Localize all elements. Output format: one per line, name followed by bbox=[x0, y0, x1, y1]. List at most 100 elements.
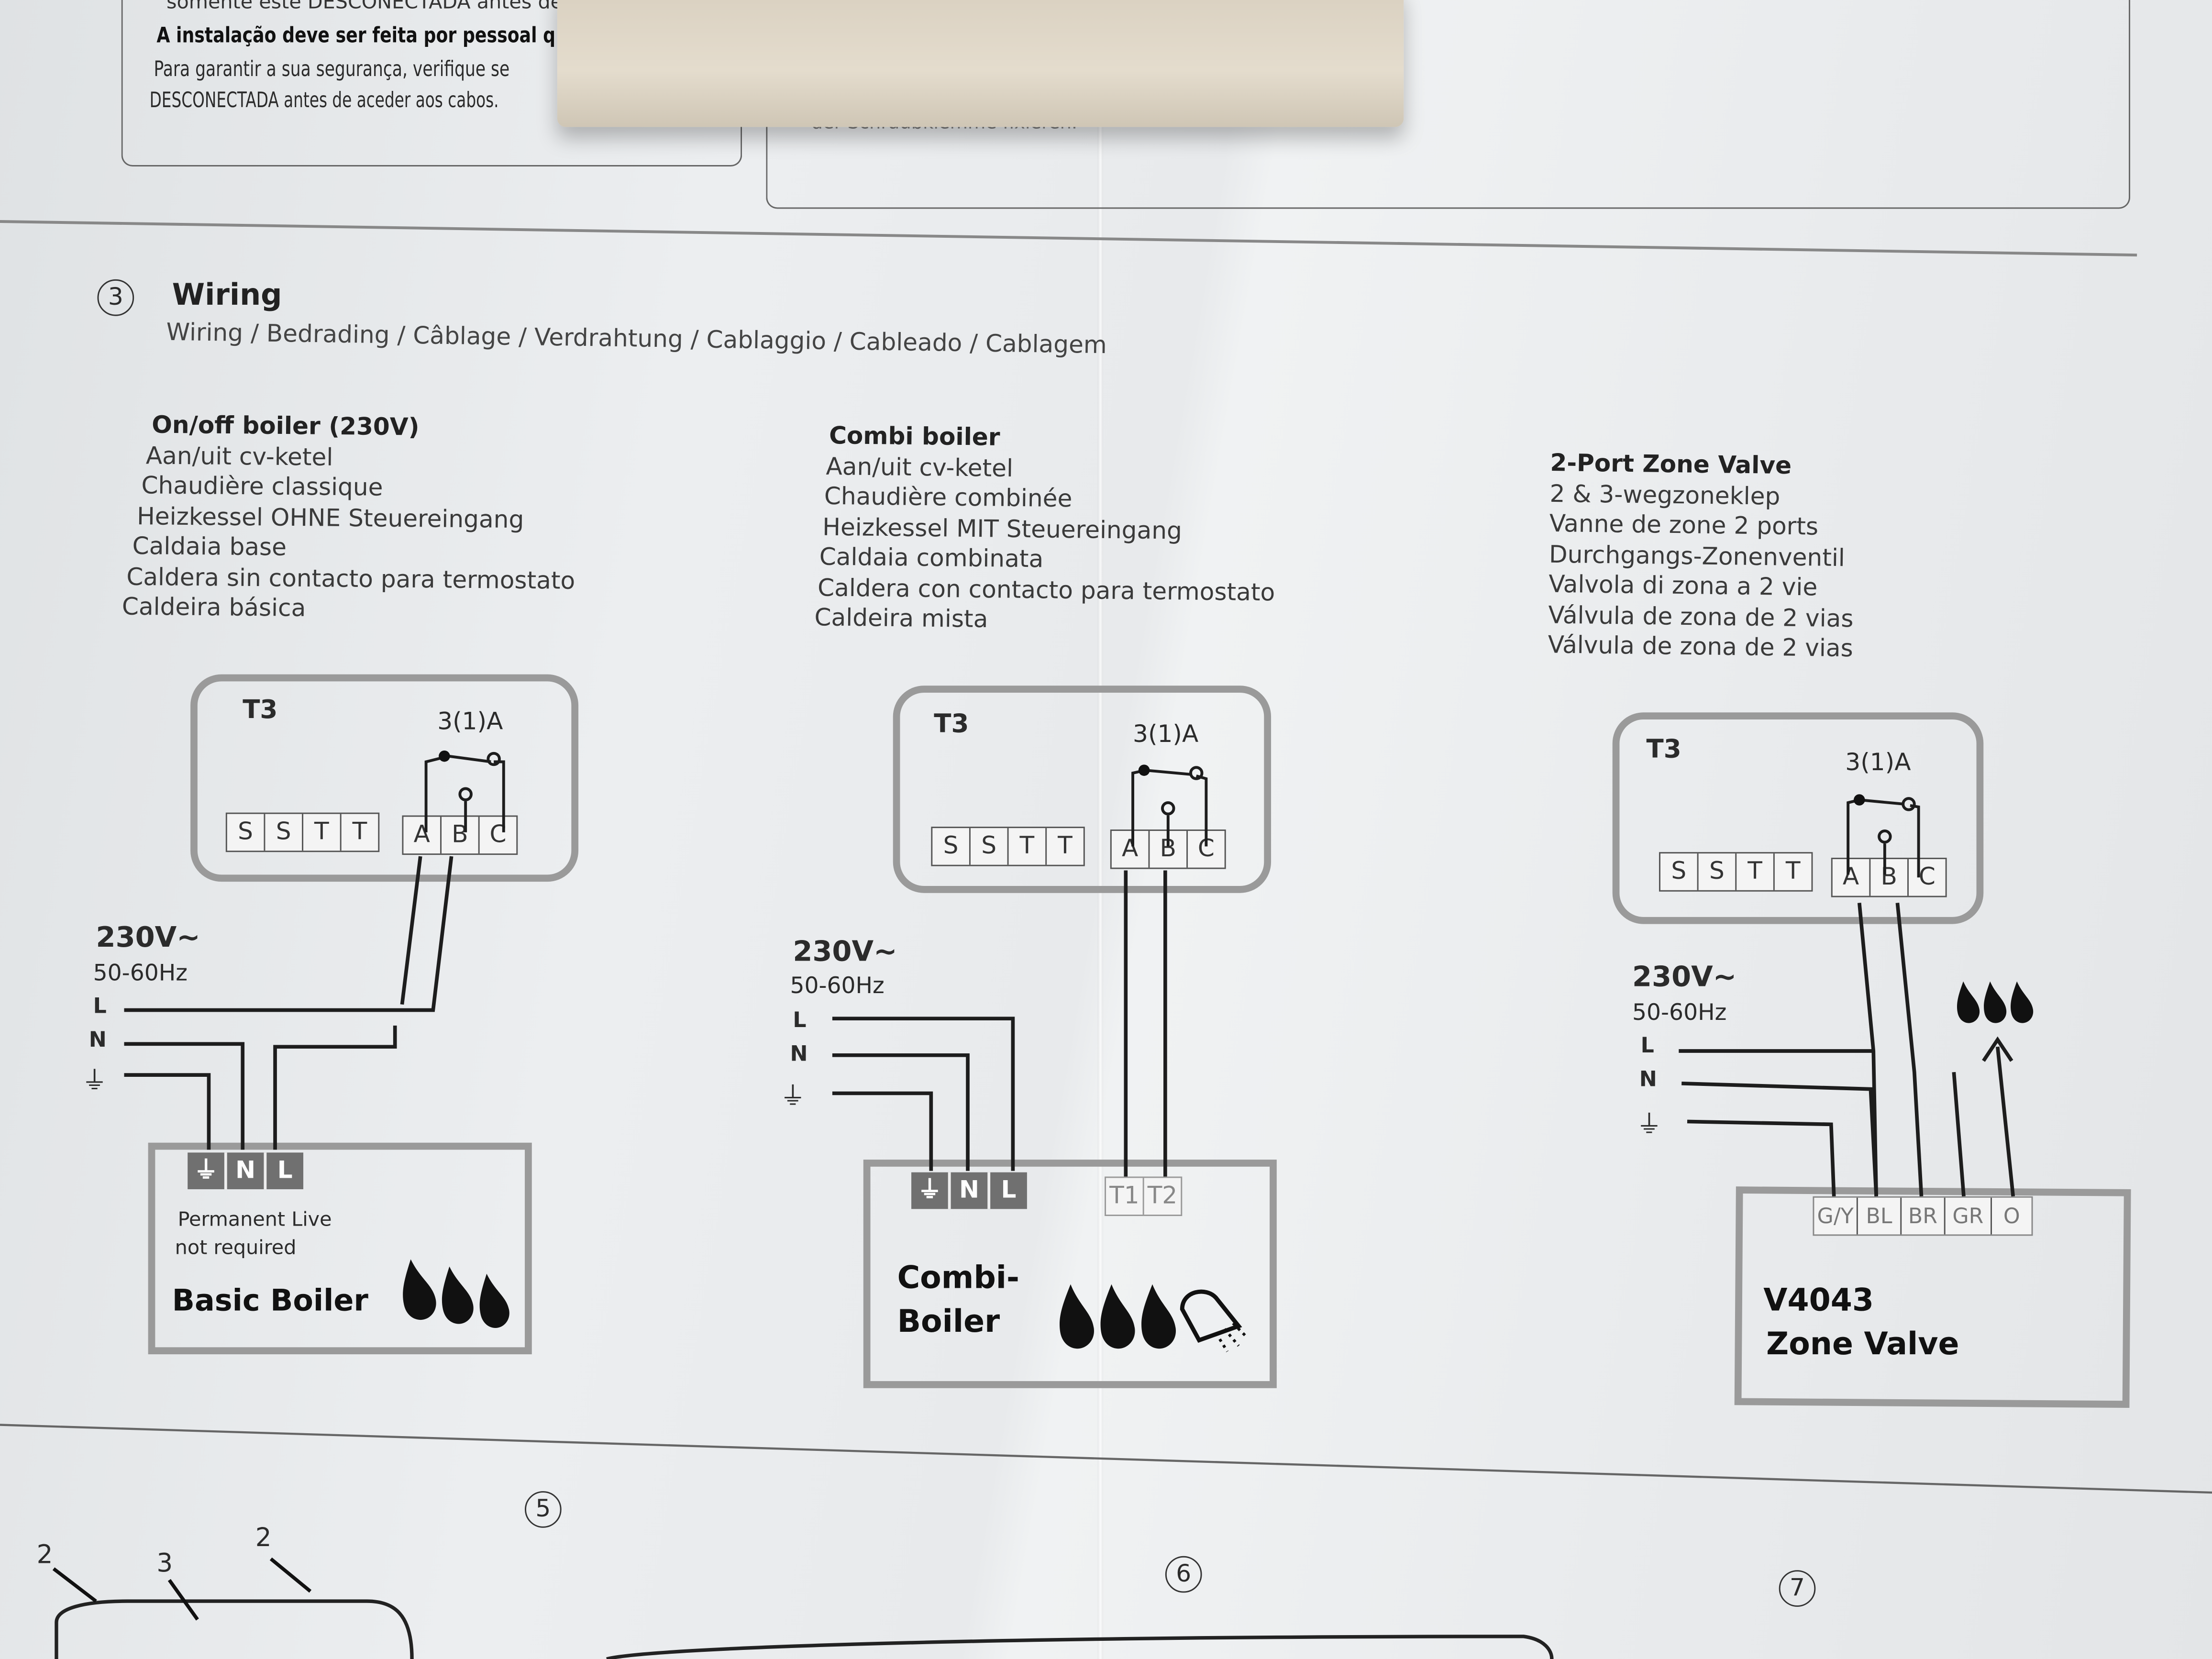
switch-contact-icon bbox=[424, 752, 1920, 878]
terminal-earth: ⏚ bbox=[911, 1172, 951, 1209]
boiler-box bbox=[863, 1160, 1277, 1388]
callout-2b: 2 bbox=[255, 1523, 272, 1553]
top-text-bold: A instalação deve ser feita por pessoal … bbox=[156, 22, 556, 48]
thermostat-name: T3 bbox=[1646, 735, 1681, 765]
terminal-n: N bbox=[227, 1152, 267, 1190]
wire-earth bbox=[1687, 1119, 1836, 1196]
valve-model: V4043 bbox=[1763, 1283, 1874, 1319]
thermostat-name: T3 bbox=[934, 709, 969, 740]
supply-frequency: 50-60Hz bbox=[790, 972, 885, 999]
wire-neutral bbox=[124, 1042, 245, 1150]
flame-icon bbox=[1952, 979, 2035, 1025]
terminal: T bbox=[352, 818, 367, 847]
step-number-7: 7 bbox=[1779, 1570, 1816, 1607]
neutral-label: N bbox=[790, 1041, 808, 1067]
callout-arrows bbox=[52, 1557, 312, 1621]
earth-icon: ⏚ bbox=[82, 1066, 108, 1096]
terminal-n: N bbox=[951, 1172, 991, 1209]
live-label: L bbox=[93, 993, 107, 1019]
wire-live bbox=[124, 856, 453, 1012]
thermostat-box bbox=[190, 674, 579, 882]
arrow-up-icon bbox=[1982, 1036, 2013, 1062]
thermostat-rating: 3(1)A bbox=[437, 708, 503, 737]
supply-frequency: 50-60Hz bbox=[1632, 998, 1727, 1026]
callout-2: 2 bbox=[36, 1540, 53, 1571]
terminal-bl: BL bbox=[1858, 1197, 1902, 1235]
terminal: A bbox=[1112, 830, 1150, 868]
terminal-gy: G/Y bbox=[1814, 1197, 1858, 1235]
thermostat-rating: 3(1)A bbox=[1133, 720, 1199, 749]
thermostat-backplate-photo bbox=[557, 0, 1404, 127]
terminal-o: O bbox=[2003, 1203, 2020, 1229]
wire-orange bbox=[1995, 1046, 2015, 1197]
top-text-3: DESCONECTADA antes de aceder aos cabos. bbox=[149, 87, 499, 113]
note-not-required: not required bbox=[175, 1237, 297, 1260]
note-permanent-live: Permanent Live bbox=[177, 1209, 332, 1232]
wire-switched bbox=[400, 856, 422, 1005]
paper-fold bbox=[1097, 0, 1104, 1659]
terminal: S bbox=[1660, 853, 1699, 890]
shower-icon bbox=[1180, 1289, 1249, 1352]
live-label: L bbox=[793, 1007, 807, 1033]
terminal: C bbox=[1918, 863, 1936, 892]
supply-voltage: 230V~ bbox=[1632, 959, 1737, 994]
wire-earth bbox=[124, 1073, 211, 1150]
step-number-3: 3 bbox=[97, 279, 134, 316]
terminal-l: L bbox=[990, 1172, 1027, 1209]
thermostat-box bbox=[1612, 712, 1984, 924]
section-title: Wiring bbox=[172, 277, 282, 312]
earth-icon: ⏚ bbox=[1636, 1110, 1662, 1140]
flame-icon bbox=[1053, 1282, 1178, 1351]
wire-neutral bbox=[832, 1053, 970, 1171]
terminal: T bbox=[1009, 828, 1047, 865]
supply-voltage: 230V~ bbox=[793, 934, 897, 968]
terminal: S bbox=[971, 828, 1009, 865]
terminal: T bbox=[1785, 857, 1801, 886]
wire-earth bbox=[832, 1091, 933, 1171]
thermostat-box bbox=[893, 686, 1272, 893]
terminal: T bbox=[1736, 853, 1775, 890]
live-label: L bbox=[1640, 1032, 1654, 1058]
wire-neutral bbox=[1681, 1081, 1878, 1196]
neutral-label: N bbox=[88, 1027, 107, 1052]
terminal: S bbox=[227, 814, 265, 851]
terminal: T bbox=[1058, 832, 1073, 861]
terminal-gr: GR bbox=[1946, 1197, 1992, 1235]
wire-boiler-live bbox=[273, 1025, 397, 1150]
thermostat-name: T3 bbox=[243, 695, 278, 725]
terminal: S bbox=[932, 828, 971, 865]
section-divider-bottom bbox=[0, 1424, 2212, 1494]
earth-icon: ⏚ bbox=[780, 1082, 806, 1112]
terminal-br: BR bbox=[1902, 1197, 1946, 1235]
top-text-0: somente este DESCONECTADA antes de a bbox=[166, 0, 581, 14]
terminal-earth: ⏚ bbox=[188, 1152, 227, 1190]
flame-icon bbox=[395, 1256, 512, 1331]
boiler-label: Basic Boiler bbox=[172, 1283, 368, 1318]
supply-frequency: 50-60Hz bbox=[93, 959, 188, 986]
terminal: S bbox=[1699, 853, 1737, 890]
terminal-t1: T1 bbox=[1106, 1178, 1144, 1215]
thermostat-rating: 3(1)A bbox=[1845, 749, 1911, 777]
step-number-6: 6 bbox=[1165, 1556, 1202, 1593]
terminal: T bbox=[303, 814, 342, 851]
terminal-t2: T2 bbox=[1147, 1182, 1178, 1211]
wire-c bbox=[1952, 1072, 1966, 1197]
callout-3: 3 bbox=[156, 1549, 173, 1579]
neutral-label: N bbox=[1639, 1066, 1657, 1092]
top-text-2: Para garantir a sua segurança, verifique… bbox=[154, 56, 510, 82]
wire-b bbox=[1895, 902, 1924, 1196]
terminal: A bbox=[1833, 859, 1871, 896]
boiler-label-line2: Boiler bbox=[897, 1305, 1000, 1340]
supply-voltage: 230V~ bbox=[96, 919, 200, 954]
wire-live bbox=[832, 1017, 1015, 1171]
